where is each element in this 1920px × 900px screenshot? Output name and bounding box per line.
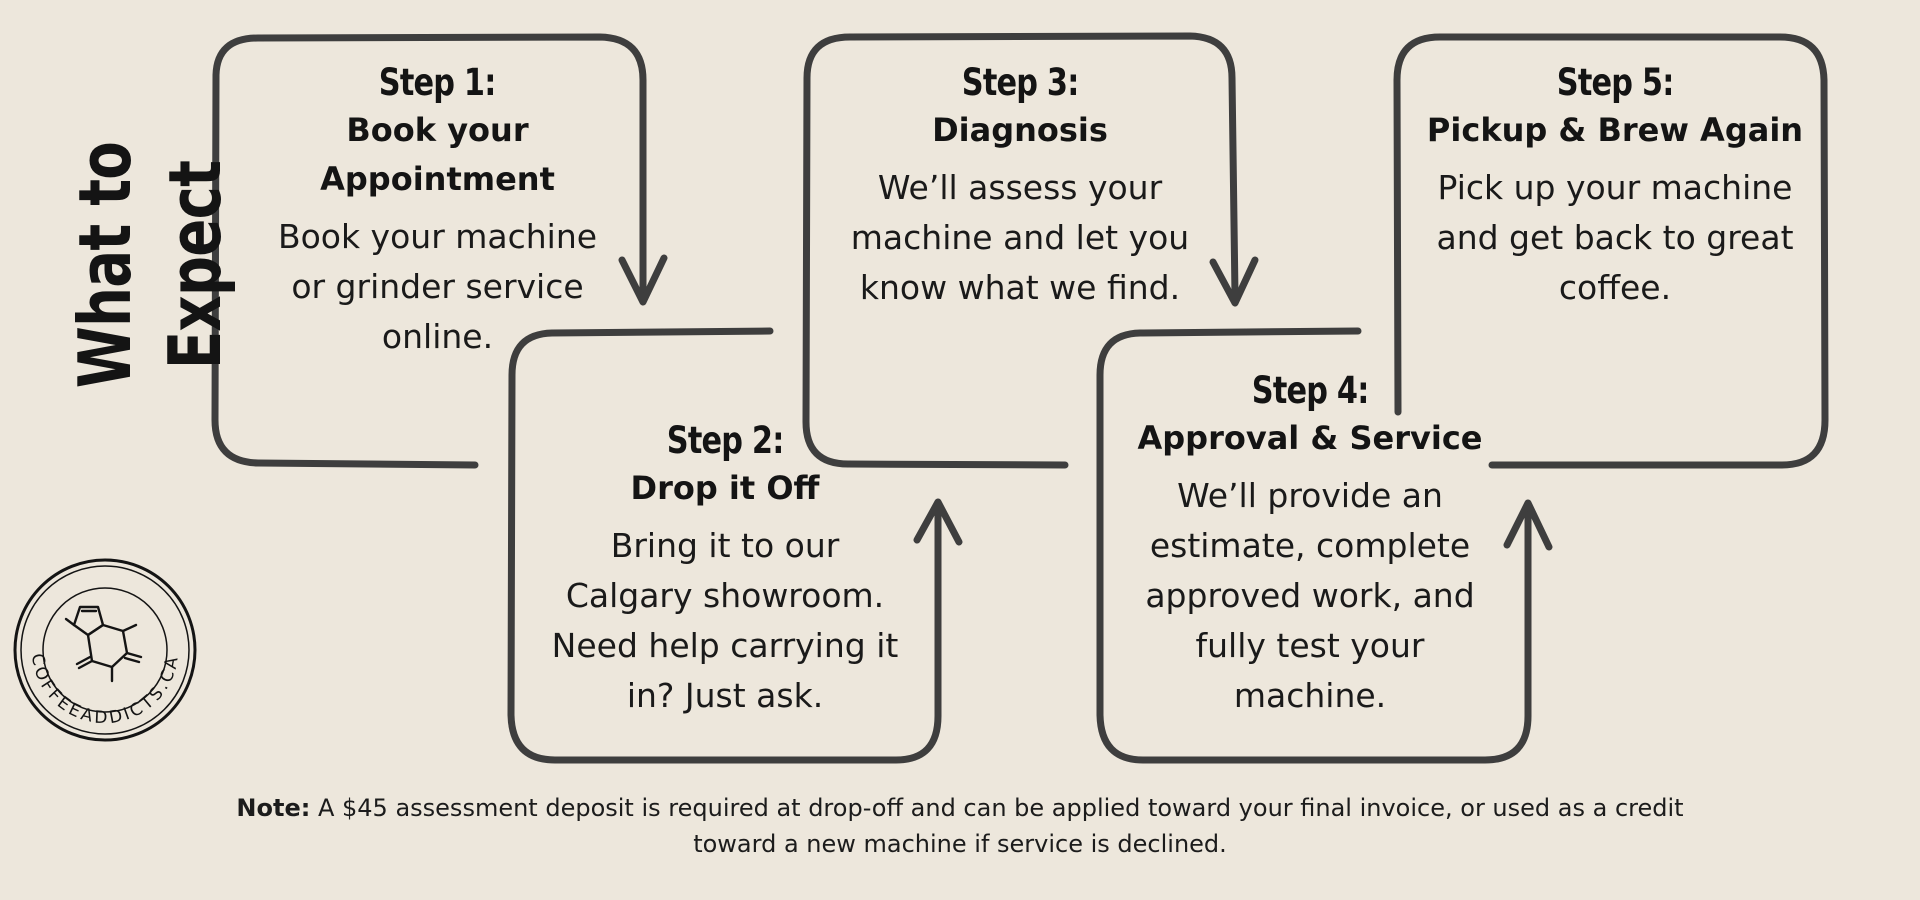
step-2: Step 2: Drop it Off Bring it to our Calg… (525, 418, 925, 721)
step-4-arrow-head (1503, 499, 1553, 551)
step-4: Step 4: Approval & Service We’ll provide… (1120, 368, 1500, 721)
step-1: Step 1: Book your Appointment Book your … (240, 60, 635, 362)
step-1-description: Book your machine or grinder service onl… (277, 217, 598, 356)
step-5-title: Pickup & Brew Again (1426, 111, 1804, 149)
step-3-box-outline (802, 32, 1239, 469)
coffeeaddicts-logo: COFFEEADDICTS.CA (13, 558, 197, 742)
step-5: Step 5: Pickup & Brew Again Pick up your… (1420, 60, 1810, 313)
step-5-number: Step 5: (1556, 61, 1675, 104)
step-3: Step 3: Diagnosis We’ll assess your mach… (815, 60, 1225, 313)
deposit-note: Note: A $45 assessment deposit is requir… (200, 790, 1720, 862)
step-3-number: Step 3: (961, 61, 1080, 104)
step-4-number: Step 4: (1251, 369, 1370, 412)
step-2-arrow-head (913, 498, 963, 546)
step-1-arrow-head (618, 254, 668, 306)
note-line-1: A $45 assessment deposit is required at … (317, 794, 1684, 822)
step-4-description: We’ll provide an estimate, complete appr… (1145, 476, 1475, 715)
step-1-box-outline (211, 33, 647, 469)
step-4-title: Approval & Service (1137, 419, 1483, 457)
step-2-box-outline (507, 327, 942, 764)
step-3-title: Diagnosis (932, 111, 1108, 149)
step-4-box-outline (1096, 327, 1532, 764)
step-3-arrow-head (1209, 256, 1259, 307)
step-2-description: Bring it to our Calgary showroom. Need h… (551, 526, 899, 715)
logo-ring-text: COFFEEADDICTS.CA (27, 652, 183, 728)
step-1-number: Step 1: (379, 61, 497, 104)
note-label: Note: (236, 794, 311, 822)
molecule-icon (64, 605, 143, 683)
step-1-title: Book your Appointment (320, 111, 555, 198)
step-5-box-outline (1393, 33, 1829, 469)
step-3-description: We’ll assess your machine and let you kn… (850, 168, 1190, 307)
step-5-description: Pick up your machine and get back to gre… (1436, 168, 1794, 307)
step-2-number: Step 2: (666, 419, 785, 462)
step-2-title: Drop it Off (630, 469, 820, 507)
page-title: What to Expect (63, 141, 237, 389)
note-line-2: toward a new machine if service is decli… (693, 830, 1227, 858)
